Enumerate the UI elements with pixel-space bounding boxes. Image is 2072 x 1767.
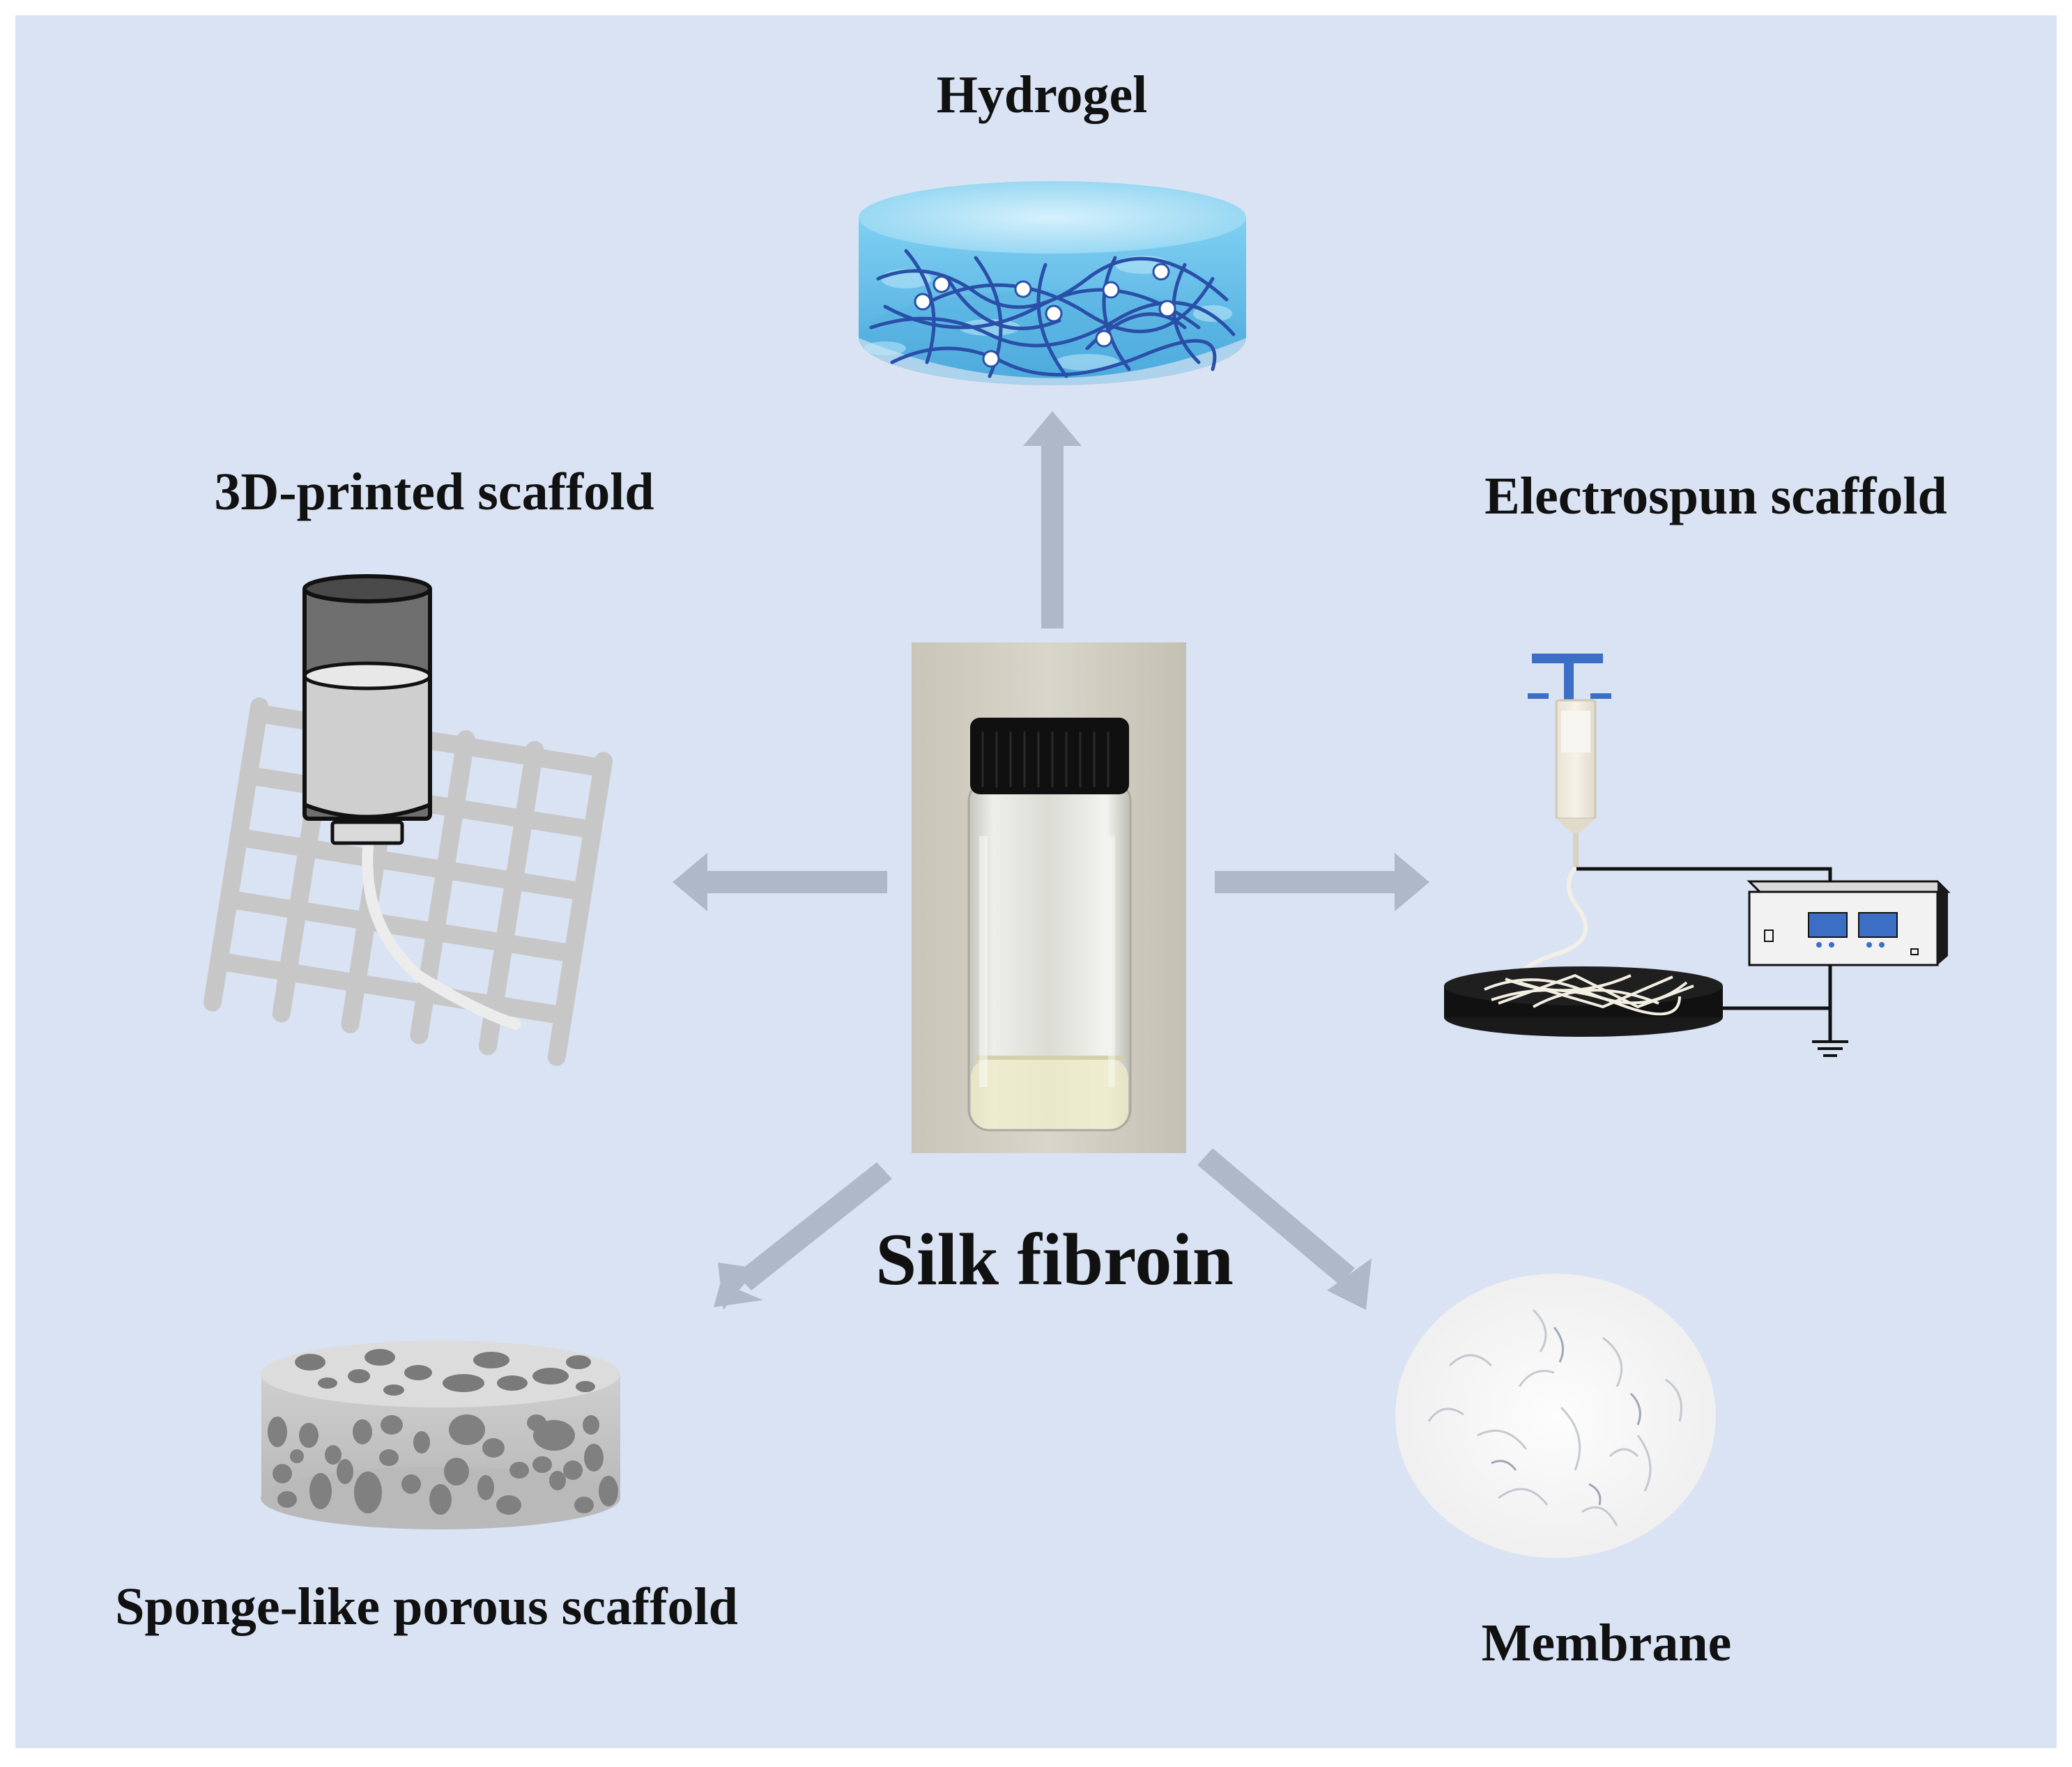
arrow-down-right bbox=[1197, 1148, 1372, 1310]
printed-scaffold-label: 3D-printed scaffold bbox=[214, 463, 654, 521]
hydrogel-label: Hydrogel bbox=[936, 65, 1148, 124]
membrane-disc-icon bbox=[1395, 1274, 1716, 1558]
electrospun-scaffold-label: Electrospun scaffold bbox=[1484, 467, 1947, 525]
arrow-right bbox=[1215, 853, 1429, 911]
power-supply-icon bbox=[1747, 880, 1951, 966]
printed-filament bbox=[362, 841, 521, 1030]
silk-fibroin-label: Silk fibroin bbox=[875, 1219, 1234, 1300]
sponge-scaffold-label: Sponge-like porous scaffold bbox=[115, 1577, 738, 1636]
membrane-label: Membrane bbox=[1481, 1614, 1732, 1672]
vial-icon bbox=[912, 642, 1186, 1153]
arrow-up bbox=[1023, 411, 1082, 628]
ground-icon bbox=[1812, 1040, 1848, 1057]
arrow-down-left bbox=[714, 1162, 892, 1310]
wiring bbox=[1576, 867, 1832, 1042]
collector-plate-icon bbox=[1444, 966, 1723, 1037]
sponge-cylinder-icon bbox=[261, 1341, 620, 1529]
syringe-icon bbox=[1528, 654, 1611, 867]
hydrogel-disc-icon bbox=[859, 181, 1246, 385]
printer-nozzle-icon bbox=[302, 574, 432, 845]
arrow-left bbox=[673, 853, 887, 911]
